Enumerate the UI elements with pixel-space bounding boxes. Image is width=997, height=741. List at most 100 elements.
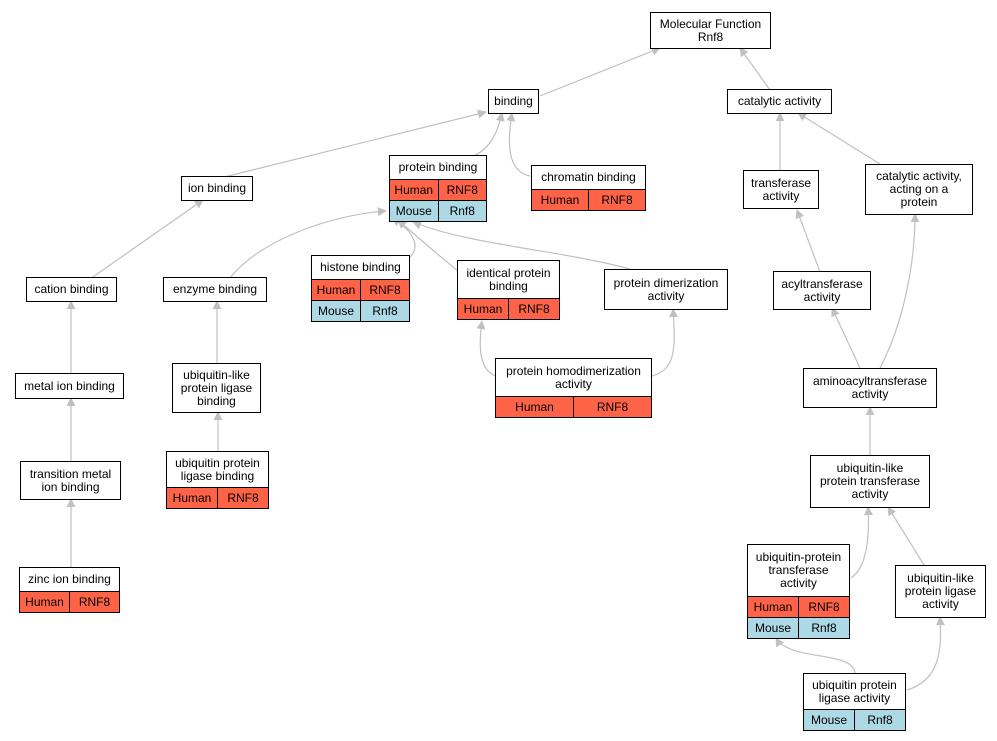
node-label: ubiquitin-protein transferase activity [755,550,842,590]
node-label: transferase activity [750,175,812,203]
species-cell: Mouse [395,204,432,218]
go-node-mf[interactable]: Molecular Function Rnf8 [650,12,771,49]
edge-identical-to-protein [397,219,460,273]
species-cell: Human [394,183,434,197]
edge-ion-to-binding [215,109,487,180]
node-label: ubiquitin protein ligase binding [175,455,260,483]
go-node-transition-metal[interactable]: transition metal ion binding [20,461,121,500]
node-label: catalytic activity, acting on a protein [876,169,962,209]
species-cell: Human [540,193,580,207]
species-cell: Human [25,595,64,609]
edge-enzyme-to-protein [228,207,387,280]
annotation-row-human: Human RNF8 [20,591,119,612]
node-label: ion binding [187,181,247,195]
go-node-ubl-ligase-activity[interactable]: ubiquitin-like protein ligase activity [895,565,986,618]
go-node-ubl-transferase[interactable]: ubiquitin-like protein transferase activ… [810,455,930,508]
annotation-row-mouse: Mouse Rnf8 [804,709,905,730]
species-cell: Mouse [317,304,355,318]
edge-catalytic-to-mf [739,47,771,91]
node-label: transition metal ion binding [29,466,112,494]
species-cell: Human [316,283,356,297]
gene-cell: RNF8 [69,592,119,612]
go-node-protein-dimerization[interactable]: protein dimerization activity [604,269,728,310]
annotation-row-human: Human RNF8 [167,487,268,508]
gene-cell: Rnf8 [798,618,849,638]
species-cell: Human [463,302,503,316]
node-label: aminoacyltransferase activity [812,374,928,401]
node-label: chromatin binding [541,170,636,184]
annotation-row-human: Human RNF8 [748,596,849,617]
gene-cell: RNF8 [437,180,487,200]
edge-ubligact-to-ubprot [775,637,856,675]
edge-ubligact-to-ublligact [906,616,945,691]
node-label: cation binding [34,282,109,296]
species-cell: Human [753,600,793,614]
edge-chromatin-to-binding [506,112,531,177]
edge-amino-to-catonprot [879,213,920,369]
node-label: enzyme binding [172,282,258,296]
node-label: ubiquitin-like protein ligase binding [180,367,253,408]
edge-ublligact-to-ubltrans [887,506,925,566]
go-node-cation-binding[interactable]: cation binding [26,277,117,302]
go-node-binding[interactable]: binding [488,89,539,114]
go-node-catalytic[interactable]: catalytic activity [727,89,832,114]
gene-cell: Rnf8 [360,301,409,321]
edge-dimer-to-protein [412,220,631,270]
gene-cell: RNF8 [588,190,645,210]
go-node-transferase[interactable]: transferase activity [743,170,819,209]
species-cell: Human [515,400,554,414]
node-label: acyltransferase activity [781,276,863,304]
edge-amino-to-acyl [831,307,861,369]
node-label: zinc ion binding [28,572,111,586]
edge-homo-to-dimer [651,308,679,377]
gene-cell: Rnf8 [437,201,487,221]
node-label: protein binding [398,160,478,174]
species-cell: Mouse [754,621,792,635]
node-label: identical protein binding [466,265,551,293]
edge-cation-to-ion [89,199,204,280]
go-node-acyltransferase[interactable]: acyltransferase activity [773,271,871,310]
node-label: histone binding [320,260,401,274]
species-cell: Human [172,491,212,505]
gene-cell: RNF8 [217,488,268,508]
edge-protein-to-binding [472,112,505,157]
species-cell: Mouse [810,713,848,727]
go-node-metal-ion-binding[interactable]: metal ion binding [15,373,124,399]
edge-acyl-to-transferase [795,209,821,273]
edge-catonprot-to-catalytic [797,112,881,165]
gene-cell: RNF8 [798,597,849,617]
annotation-row-mouse: Mouse Rnf8 [390,200,486,221]
annotation-row-mouse: Mouse Rnf8 [312,300,409,321]
node-label: ubiquitin-like protein ligase activity [904,571,977,611]
go-node-cat-on-protein[interactable]: catalytic activity, acting on a protein [865,164,973,215]
edge-binding-to-mf [539,46,661,97]
annotation-row-human: Human RNF8 [312,279,409,300]
go-node-aminoacyltransferase[interactable]: aminoacyltransferase activity [803,368,937,408]
gene-cell: RNF8 [360,280,409,300]
edge-ubprot-to-ubltrans [850,506,873,579]
go-node-ion-binding[interactable]: ion binding [181,176,253,201]
node-label: ubiquitin protein ligase activity [812,677,897,705]
edge-homo-to-identical [476,320,497,377]
gene-cell: Rnf8 [854,710,905,730]
node-label: protein homodimerization activity [506,363,641,391]
node-label: Molecular Function Rnf8 [659,16,762,44]
go-node-ubl-ligase-binding[interactable]: ubiquitin-like protein ligase binding [172,363,261,413]
node-label: protein dimerization activity [613,275,719,303]
node-label: binding [494,94,533,108]
node-label: catalytic activity [737,94,822,108]
go-node-enzyme-binding[interactable]: enzyme binding [163,277,267,302]
annotation-row-human: Human RNF8 [532,189,645,210]
